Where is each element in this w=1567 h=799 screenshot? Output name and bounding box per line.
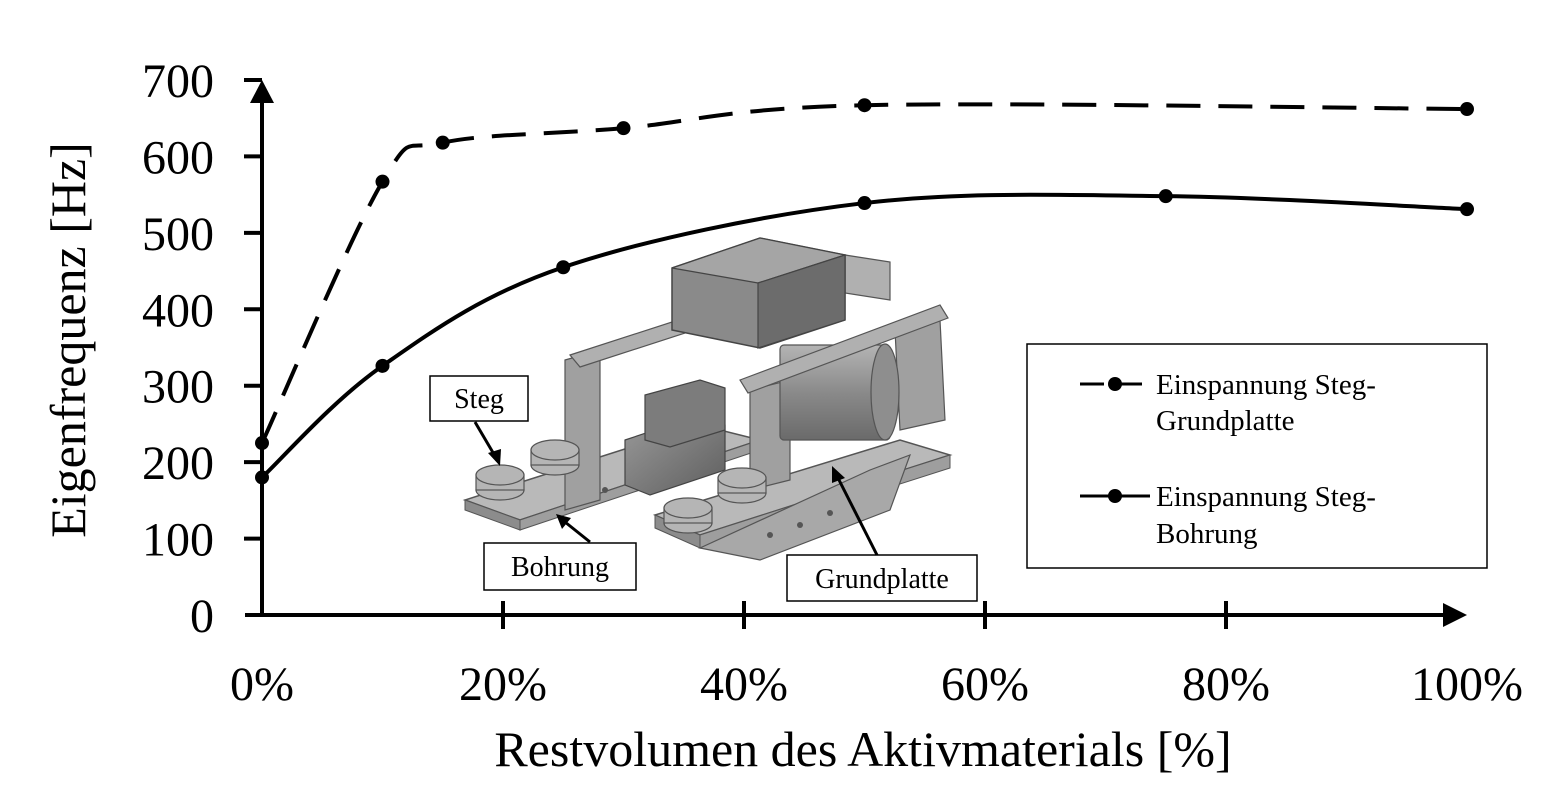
x-tick-label: 40% [700,658,788,711]
x-axis-title: Restvolumen des Aktivmaterials [%] [494,721,1231,777]
data-point [857,196,872,211]
data-point [556,260,571,275]
data-point [616,121,631,136]
legend-label-solid-line1: Einspannung Steg- [1156,481,1376,513]
steg-label-box [429,375,529,422]
y-tick-label: 600 [142,131,214,184]
data-point [375,174,390,189]
steg-label: Steg [454,384,504,415]
x-axis-arrow-icon [1443,603,1467,627]
y-tick-label: 100 [142,514,214,567]
legend: Einspannung Steg- Grundplatte Einspannun… [1026,343,1488,569]
x-tick-label: 80% [1182,658,1270,711]
y-tick-label: 300 [142,361,214,414]
data-point [255,436,269,451]
legend-entry-solid: Einspannung Steg- Bohrung [1080,481,1376,550]
data-point [857,98,872,113]
series-line-dashed [260,102,1468,444]
axes [245,80,1467,627]
data-point [1460,102,1474,117]
x-tick-label: 60% [941,658,1029,711]
y-tick-label: 500 [142,208,214,261]
x-ticks: 0% 20% 40% 60% 80% 100% [230,601,1523,711]
y-tick-label: 200 [142,437,214,490]
legend-box [1026,343,1488,569]
mechanical-assembly-image [462,237,953,561]
y-axis-arrow-icon [250,80,274,103]
data-point [1158,189,1173,204]
data-point [435,135,450,150]
y-axis-title: Eigenfrequenz [Hz] [40,142,96,538]
x-tick-label: 100% [1411,658,1523,711]
legend-label-dashed-line2: Grundplatte [1156,405,1295,437]
x-tick-label: 0% [230,658,294,711]
y-ticks: 0 100 200 300 400 500 600 700 [142,55,262,643]
bohrung-label: Bohrung [511,552,609,583]
legend-label-solid-line2: Bohrung [1156,518,1258,550]
grundplatte-label: Grundplatte [815,564,949,595]
y-tick-label: 700 [142,55,214,108]
data-point [1460,202,1474,217]
data-point [375,358,390,373]
legend-entry-dashed: Einspannung Steg- Grundplatte [1080,369,1376,437]
series-layer [255,98,1474,485]
x-tick-label: 20% [459,658,547,711]
data-point [255,470,269,485]
y-tick-label: 0 [190,590,214,643]
inset-annotations: Steg Bohrung Grundplatte [429,375,978,602]
legend-label-dashed-line1: Einspannung Steg- [1156,369,1376,401]
legend-marker-dashed [1108,377,1122,391]
legend-marker-solid [1108,489,1122,503]
grundplatte-label-box [786,554,978,602]
bohrung-label-box [483,542,637,591]
y-tick-label: 400 [142,284,214,337]
